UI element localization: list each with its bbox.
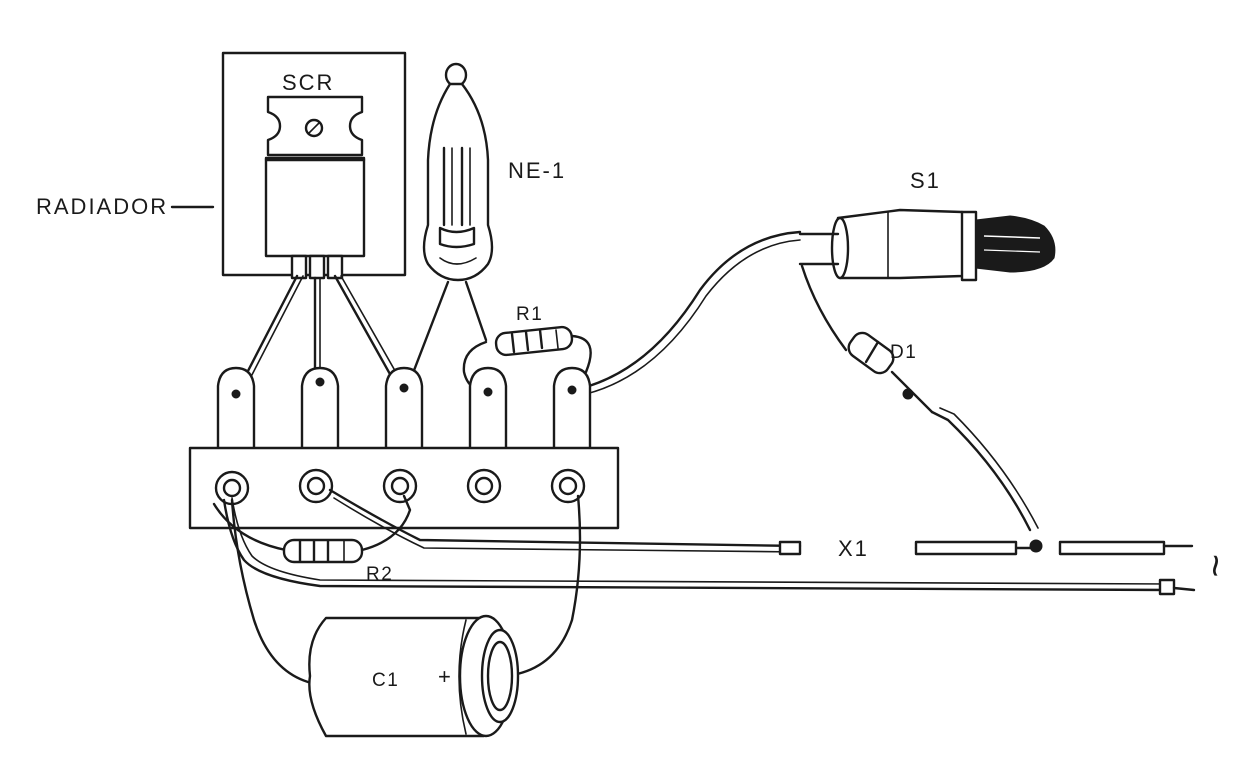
capacitor-c1 bbox=[230, 494, 582, 738]
label-x1: X1 bbox=[838, 536, 869, 561]
label-ac: ~ bbox=[1193, 554, 1237, 579]
label-d1: D1 bbox=[890, 342, 917, 363]
diode-d1 bbox=[800, 264, 1039, 532]
label-r1: R1 bbox=[516, 304, 543, 325]
neon-lamp-ne1 bbox=[406, 62, 494, 388]
label-plus: + bbox=[438, 664, 453, 689]
terminal-strip bbox=[188, 366, 620, 530]
resistor-r2 bbox=[212, 494, 412, 564]
line-wires bbox=[222, 488, 1196, 596]
label-r2: R2 bbox=[366, 564, 393, 585]
label-ne1: NE-1 bbox=[508, 158, 566, 183]
label-radiador: RADIADOR bbox=[36, 194, 168, 219]
switch-s1 bbox=[798, 208, 1056, 282]
scr-component bbox=[264, 95, 366, 280]
label-c1: C1 bbox=[372, 670, 399, 691]
label-s1: S1 bbox=[910, 168, 941, 193]
terminal-screws bbox=[214, 468, 586, 506]
label-scr: SCR bbox=[282, 70, 334, 95]
